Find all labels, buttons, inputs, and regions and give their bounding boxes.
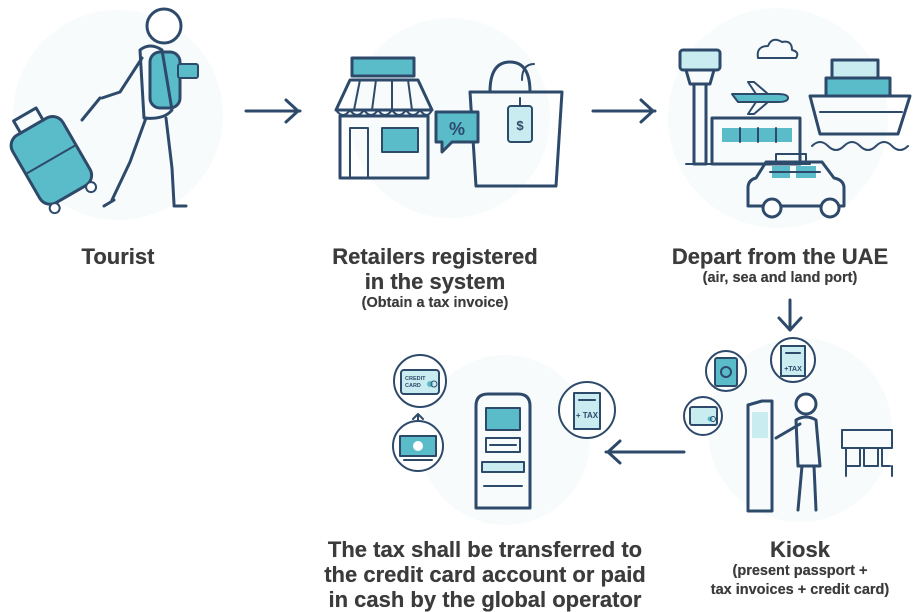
cash-icon <box>392 420 444 472</box>
atm-machine-icon <box>420 355 590 525</box>
retailers-title-line2: in the system <box>364 269 506 294</box>
kiosk-title: Kiosk <box>770 537 830 562</box>
tax-invoice-icon-2: + TAX <box>558 381 616 439</box>
refund-label: The tax shall be transferred to the cred… <box>300 537 670 612</box>
tax-label-refund: + TAX <box>576 411 599 420</box>
tourist-title: Tourist <box>81 244 155 269</box>
kiosk-subtitle-line1: (present passport + <box>732 563 868 579</box>
tourist-label: Tourist <box>40 244 196 269</box>
credit-card-icon <box>683 396 723 436</box>
depart-title: Depart from the UAE <box>671 244 889 269</box>
passport-icon <box>705 350 747 392</box>
kiosk-person-icon <box>708 338 893 522</box>
flow-arrow-1 <box>244 98 302 124</box>
retailers-title-line1: Retailers registered <box>332 244 538 269</box>
car-icon <box>746 153 846 219</box>
retailers-subtitle: (Obtain a tax invoice) <box>361 295 509 311</box>
tax-invoice-icon: +TAX <box>770 337 816 383</box>
flow-arrow-2 <box>591 98 657 124</box>
shopping-bag-icon: $ % <box>434 60 564 188</box>
depart-label: Depart from the UAE (air, sea and land p… <box>650 244 910 288</box>
card-label-1: CREDIT <box>405 376 426 382</box>
depart-subtitle: (air, sea and land port) <box>702 270 858 286</box>
refund-title-line1: The tax shall be transferred to <box>327 537 643 562</box>
tag-label: $ <box>516 118 524 133</box>
card-label-2: CARD <box>405 383 421 389</box>
kiosk-subtitle-line2: tax invoices + credit card) <box>710 582 890 598</box>
flow-arrow-down <box>777 298 803 332</box>
retailers-label: Retailers registered in the system (Obta… <box>300 244 570 313</box>
refund-title-line3: in cash by the global operator <box>328 587 642 612</box>
credit-card-icon-2: CREDIT CARD <box>393 354 447 408</box>
ship-icon <box>808 58 912 151</box>
refund-title-line2: the credit card account or paid <box>324 562 646 587</box>
cloud-icon <box>756 38 799 59</box>
tourist-with-suitcase-icon <box>9 7 223 220</box>
flow-arrow-left <box>604 439 686 465</box>
airplane-icon <box>731 81 789 115</box>
percent-badge: % <box>449 119 465 139</box>
tax-label-kiosk: +TAX <box>784 366 802 373</box>
kiosk-label: Kiosk (present passport + tax invoices +… <box>680 537 920 600</box>
